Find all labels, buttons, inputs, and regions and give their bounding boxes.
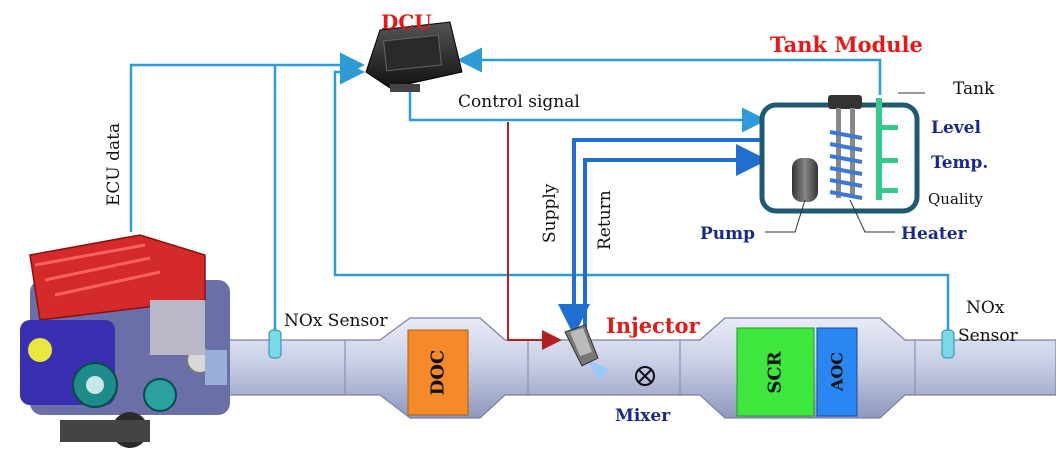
mixer-icon bbox=[635, 366, 655, 386]
doc-block bbox=[407, 329, 469, 416]
leader-lines bbox=[765, 92, 925, 233]
level-label: Level bbox=[931, 118, 981, 138]
quality-label: Quality bbox=[928, 190, 983, 208]
nox-sensor-left bbox=[268, 329, 282, 359]
engine-illustration bbox=[20, 234, 230, 448]
aoc-block bbox=[816, 327, 858, 417]
control-signal-label: Control signal bbox=[458, 92, 580, 112]
nox-sensor-right-label-line1: NOx bbox=[966, 298, 1005, 318]
tank-module bbox=[759, 95, 920, 214]
scr-block bbox=[736, 327, 815, 417]
control-signal-line bbox=[507, 122, 562, 350]
dcu-label: DCU bbox=[381, 10, 432, 34]
injector bbox=[564, 324, 599, 367]
return-label: Return bbox=[595, 190, 615, 250]
ecu-data-label: ECU data bbox=[104, 122, 124, 206]
pump-label: Pump bbox=[700, 224, 756, 244]
nox-sensor-right-label-line2: Sensor bbox=[958, 326, 1018, 346]
signal-lines bbox=[129, 47, 950, 340]
injector-spray bbox=[585, 358, 610, 380]
temp-label: Temp. bbox=[931, 153, 989, 173]
doc-label: DOC bbox=[427, 349, 449, 396]
tank-module-label: Tank Module bbox=[770, 32, 923, 57]
heater-label: Heater bbox=[901, 224, 967, 244]
scr-label: SCR bbox=[764, 351, 786, 394]
nox-sensor-left-label: NOx Sensor bbox=[284, 311, 388, 331]
tank-label: Tank bbox=[953, 79, 995, 99]
aoc-label: AOC bbox=[827, 351, 847, 392]
injector-label: Injector bbox=[606, 313, 700, 338]
dcu-unit bbox=[365, 21, 463, 92]
mixer-label: Mixer bbox=[615, 406, 671, 426]
supply-label: Supply bbox=[540, 183, 560, 243]
fluid-lines bbox=[558, 138, 790, 336]
nox-sensor-right bbox=[941, 329, 955, 359]
